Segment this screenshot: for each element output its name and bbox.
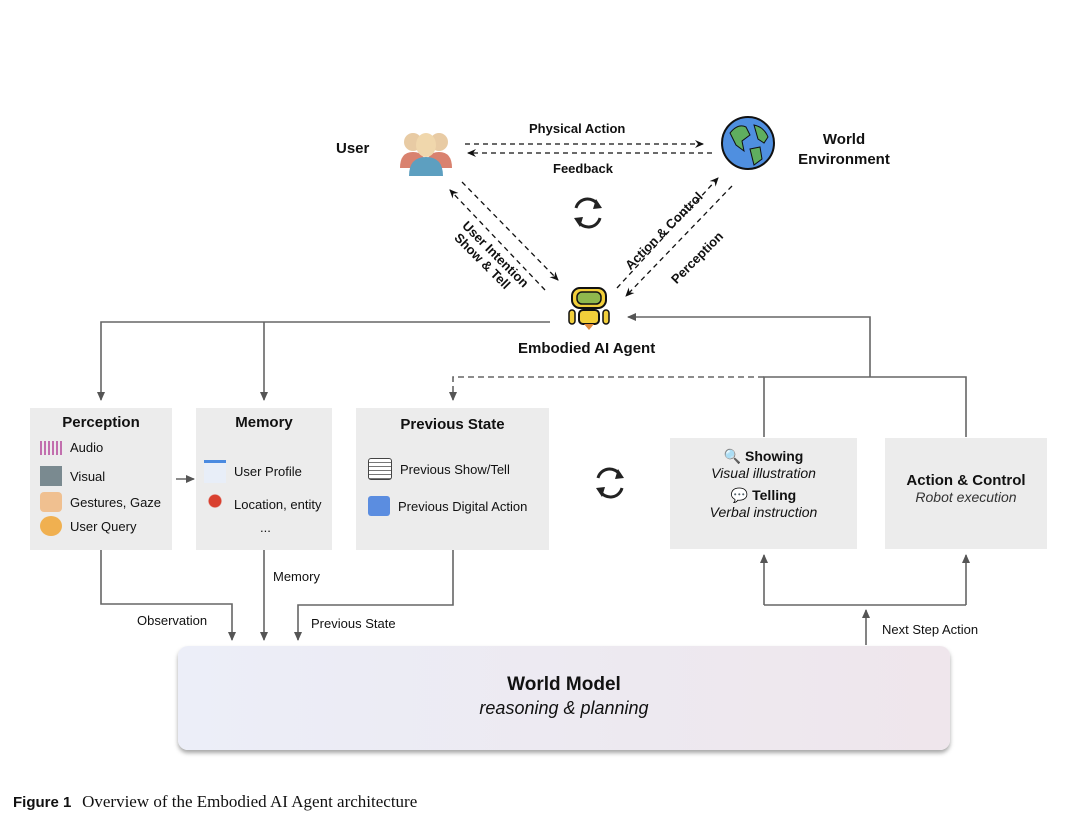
location-pin-icon — [204, 494, 226, 514]
previous-state-item: Previous Digital Action — [368, 496, 527, 516]
world-label-line1: World — [822, 131, 866, 148]
memory-title: Memory — [235, 414, 293, 431]
user-query-icon — [40, 516, 62, 536]
perception-item: Gestures, Gaze — [40, 492, 161, 512]
showing-sub: Visual illustration — [711, 465, 816, 481]
perception-item: Audio — [40, 440, 103, 455]
perception-box: Perception Audio Visual Gestures, Gaze U… — [30, 408, 172, 550]
figure-label: Figure 1 — [13, 794, 72, 811]
showing-row: 🔍 Showing — [723, 448, 804, 464]
memory-item-ellipsis: ... — [260, 520, 271, 535]
show-tell-arrow — [449, 189, 546, 291]
world-model-box: World Model reasoning & planning — [178, 646, 950, 750]
memory-flow-label: Memory — [273, 569, 320, 584]
chat-bubble-icon — [368, 458, 392, 480]
robot-agent-icon — [566, 280, 612, 332]
action-control-title: Action & Control — [906, 472, 1026, 489]
speech-bubble-icon: 💬 — [730, 487, 749, 503]
memory-box: Memory User Profile Location, entity ... — [196, 408, 332, 550]
perception-title: Perception — [62, 414, 140, 431]
globe-icon — [720, 115, 776, 171]
observation-label: Observation — [137, 613, 208, 628]
next-step-action-label: Next Step Action — [882, 622, 979, 637]
figure-text: Overview of the Embodied AI Agent archit… — [82, 792, 418, 811]
audio-wave-icon — [40, 440, 62, 455]
feedback-label: Feedback — [553, 161, 613, 176]
previous-state-title: Previous State — [400, 416, 505, 433]
perception-item: User Query — [40, 516, 136, 536]
perception-item: Visual — [40, 466, 105, 486]
visual-scene-icon — [40, 466, 62, 486]
telling-row: 💬 Telling — [730, 487, 797, 503]
previous-state-box: Previous State Previous Show/Tell Previo… — [356, 408, 549, 550]
memory-item: User Profile — [204, 460, 302, 483]
users-group-icon — [396, 128, 456, 178]
agent-label: Embodied AI Agent — [518, 340, 656, 357]
world-label-line2: Environment — [798, 151, 890, 168]
action-control-arrow — [616, 177, 719, 289]
action-control-sub: Robot execution — [915, 489, 1017, 505]
digital-action-icon — [368, 496, 390, 516]
world-model-title: World Model — [507, 674, 621, 695]
gesture-hand-icon — [40, 492, 62, 512]
world-model-sub: reasoning & planning — [479, 698, 649, 718]
world-environment-label: World Environment — [796, 130, 892, 170]
figure-caption: Figure 1 Overview of the Embodied AI Age… — [13, 792, 417, 812]
magnifier-icon: 🔍 — [723, 448, 742, 464]
previous-state-item: Previous Show/Tell — [368, 458, 510, 480]
user-label: User — [336, 140, 370, 157]
physical-action-label: Physical Action — [529, 121, 626, 136]
telling-sub: Verbal instruction — [709, 504, 818, 520]
user-intention-arrow — [461, 181, 559, 281]
action-control-box: Action & Control Robot execution — [885, 438, 1047, 549]
user-profile-icon — [204, 460, 226, 483]
perception-arrow — [625, 185, 733, 297]
previous-state-flow-label: Previous State — [311, 616, 396, 631]
memory-item: Location, entity — [204, 494, 321, 514]
showing-telling-box: 🔍 Showing Visual illustration 💬 Telling … — [670, 438, 857, 549]
